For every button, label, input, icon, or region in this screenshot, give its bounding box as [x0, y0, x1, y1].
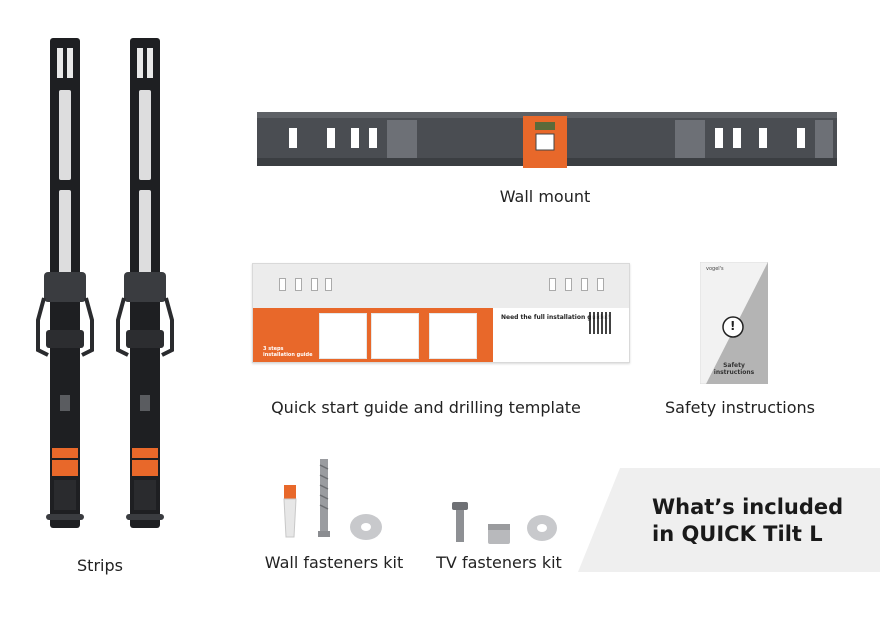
quick-start-guide-illustration: 3 steps installation guide Need the full…	[252, 263, 630, 363]
tv-fasteners-illustration	[452, 502, 557, 544]
booklet-brand: vogel's	[706, 266, 724, 272]
template-hole	[325, 278, 332, 291]
guide-caption: 3 steps installation guide	[263, 346, 313, 358]
safety-label: Safety instructions	[665, 398, 815, 417]
template-hole	[295, 278, 302, 291]
strip-left	[36, 38, 94, 528]
template-hole	[581, 278, 588, 291]
quick-start-label: Quick start guide and drilling template	[271, 398, 581, 417]
template-hole	[549, 278, 556, 291]
wall-fasteners-illustration	[283, 459, 382, 540]
guide-step-panel	[429, 313, 477, 359]
template-hole	[565, 278, 572, 291]
template-hole	[279, 278, 286, 291]
guide-step-panel	[371, 313, 419, 359]
strips-label: Strips	[77, 556, 123, 575]
wall-fasteners-label: Wall fasteners kit	[264, 553, 404, 572]
safety-booklet-illustration	[700, 262, 768, 384]
guide-heading: Need the full installation guide?	[501, 314, 610, 321]
qr-code	[589, 312, 611, 334]
wall-mount-label: Wall mount	[499, 187, 591, 206]
drilling-template-strip	[253, 264, 629, 308]
template-hole	[597, 278, 604, 291]
included-heading: What’s included in QUICK Tilt L	[652, 495, 844, 546]
strips-illustration	[36, 38, 174, 528]
strip-right	[116, 38, 174, 528]
wall-mount-illustration	[257, 112, 837, 168]
warning-icon: !	[730, 319, 736, 333]
included-banner	[578, 468, 880, 572]
booklet-title: Safety instructions	[713, 362, 755, 376]
tv-fasteners-label: TV fasteners kit	[436, 553, 562, 572]
guide-step-panel	[319, 313, 367, 359]
template-hole	[311, 278, 318, 291]
